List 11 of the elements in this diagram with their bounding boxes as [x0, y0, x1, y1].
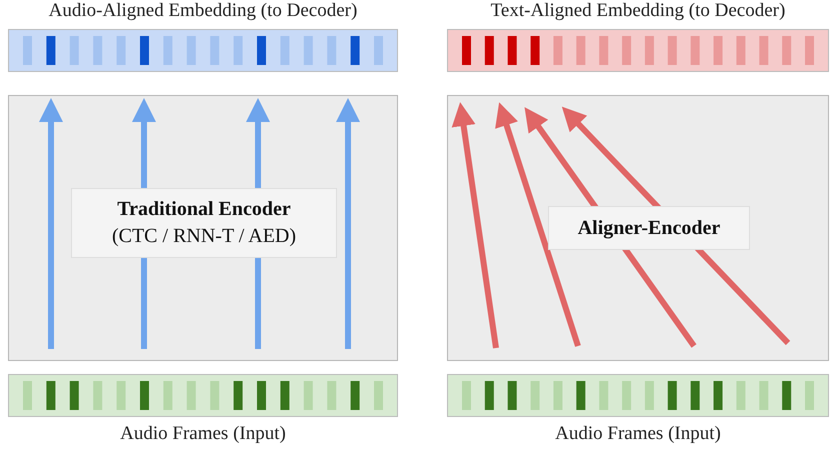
- bar-heading: Text-Aligned Embedding (to Decoder): [490, 0, 786, 22]
- encoder-panel: [447, 95, 829, 361]
- bar-heading: Audio-Aligned Embedding (to Decoder): [48, 0, 358, 22]
- encoder-subtitle: (CTC / RNN-T / AED): [112, 224, 296, 249]
- encoder-label-card: [548, 206, 750, 250]
- encoder-title: Aligner-Encoder: [578, 216, 720, 240]
- encoder-title: Traditional Encoder: [117, 197, 291, 222]
- bar-caption: Audio Frames (Input): [554, 423, 722, 445]
- encoder-panel: [8, 95, 398, 361]
- encoder-label-card: [71, 188, 337, 258]
- bar-caption: Audio Frames (Input): [119, 423, 287, 445]
